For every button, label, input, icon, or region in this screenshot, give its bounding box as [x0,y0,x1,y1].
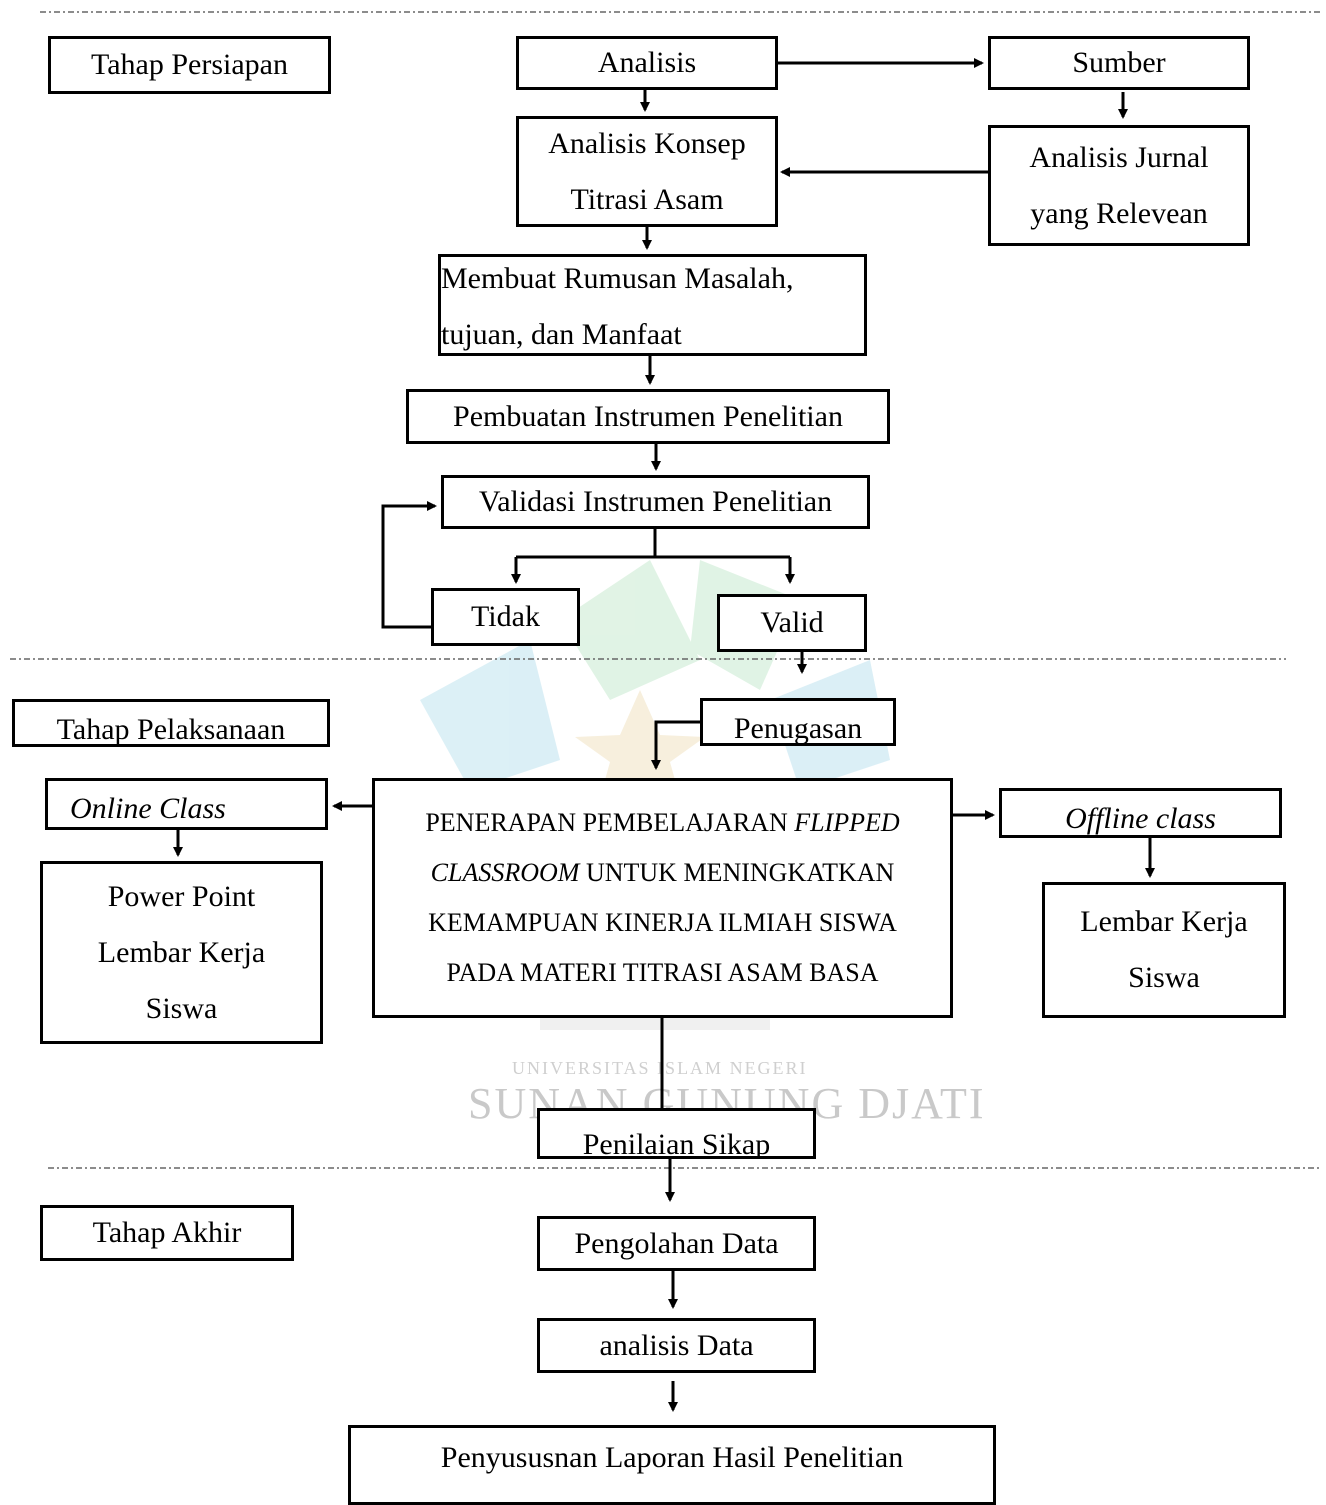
watermark-text-small: UNIVERSITAS ISLAM NEGERI [512,1058,808,1078]
node-analisis-konsep-line1: Analisis Konsep [548,126,746,160]
node-tidak: Tidak [431,588,580,646]
node-analisis-konsep-line2: Titrasi Asam [570,182,724,216]
node-online-class: Online Class [45,778,328,830]
node-rumusan-masalah: Membuat Rumusan Masalah, tujuan, dan Man… [438,254,867,356]
node-analisis-konsep: Analisis Konsep Titrasi Asam [516,116,778,227]
node-penilaian-sikap: Penilaian Sikap [537,1108,816,1159]
node-penugasan: Penugasan [700,698,896,746]
node-laporan-hasil: Penyususnan Laporan Hasil Penelitian [348,1425,996,1505]
node-rumusan-line1: Membuat Rumusan Masalah, [441,262,794,295]
main-title-line1: PENERAPAN PEMBELAJARAN FLIPPED [425,808,900,837]
online-media-line2: Lembar Kerja [97,935,266,969]
node-analisis-jurnal-line1: Analisis Jurnal [1029,140,1209,174]
node-online-media: Power Point Lembar Kerja Siswa [40,861,323,1044]
node-offline-media: Lembar Kerja Siswa [1042,882,1286,1018]
node-analisis: Analisis [516,36,778,90]
offline-media-line2: Siswa [1128,961,1200,994]
node-main-title: PENERAPAN PEMBELAJARAN FLIPPED CLASSROOM… [372,778,953,1018]
online-media-line3: Siswa [145,991,218,1025]
node-valid: Valid [717,594,867,652]
stage-persiapan-label: Tahap Persiapan [48,36,331,94]
node-analisis-jurnal: Analisis Jurnal yang Relevean [988,125,1250,246]
node-sumber: Sumber [988,36,1250,90]
node-pembuatan-instrumen: Pembuatan Instrumen Penelitian [406,389,890,444]
node-rumusan-line2: tujuan, dan Manfaat [441,318,682,351]
node-validasi-instrumen: Validasi Instrumen Penelitian [441,475,870,529]
node-pengolahan-data: Pengolahan Data [537,1216,816,1271]
offline-media-line1: Lembar Kerja [1080,905,1248,938]
main-title-line2: CLASSROOM UNTUK MENINGKATKAN [430,858,895,887]
main-title-line3: KEMAMPUAN KINERJA ILMIAH SISWA [428,908,897,937]
online-media-line1: Power Point [107,879,256,913]
node-analisis-jurnal-line2: yang Relevean [1030,196,1208,230]
stage-akhir-label: Tahap Akhir [40,1205,294,1261]
node-offline-class: Offline class [999,788,1282,838]
stage-pelaksanaan-label: Tahap Pelaksanaan [12,699,330,747]
main-title-line4: PADA MATERI TITRASI ASAM BASA [446,958,879,987]
stage-separators [10,11,1320,1169]
node-analisis-data: analisis Data [537,1318,816,1373]
